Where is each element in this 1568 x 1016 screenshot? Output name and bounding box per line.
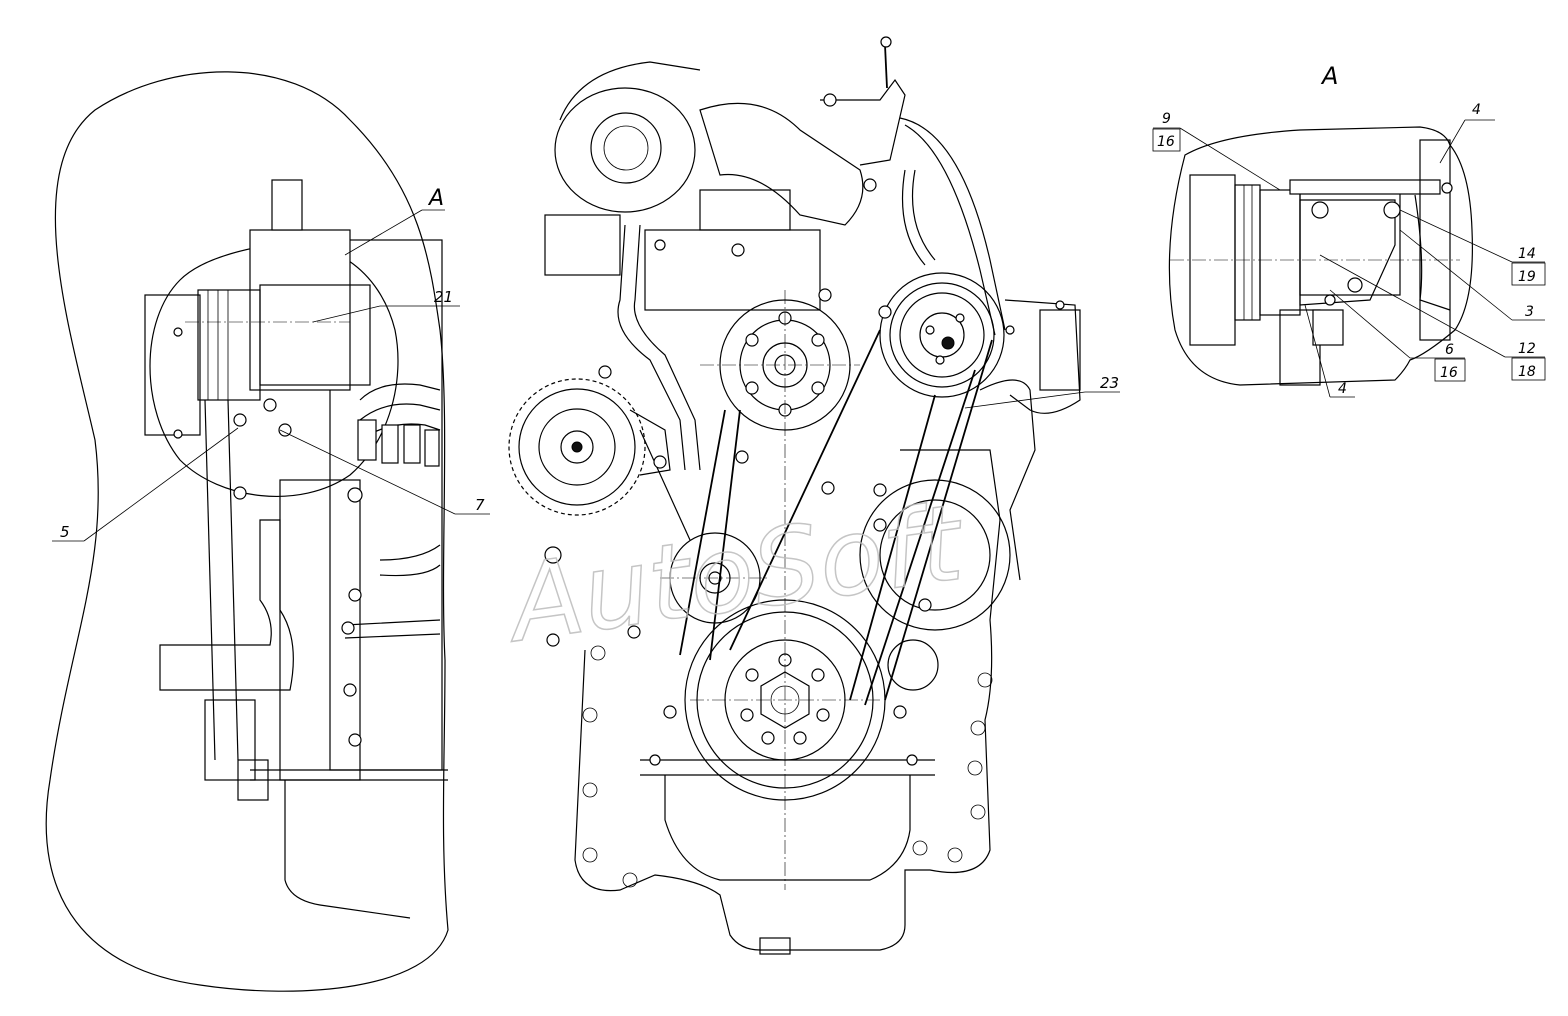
detail-pulley	[1234, 184, 1261, 321]
drive-belt	[679, 409, 726, 656]
fuel-pump-housing	[644, 229, 821, 311]
detail-view-boundary	[1168, 126, 1473, 386]
dipstick-handle	[880, 36, 892, 48]
detail-compressor-bracket	[1299, 184, 1401, 296]
alternator	[518, 388, 636, 506]
turbo-outlet-pipe	[699, 102, 864, 226]
left-bolts	[173, 327, 363, 747]
alternator-fins	[508, 378, 646, 516]
callout-boxes	[1152, 128, 1546, 382]
center-bolts	[544, 93, 1065, 766]
callout-19: 19	[1518, 269, 1536, 285]
callout-18: 18	[1518, 364, 1536, 380]
vent-hose	[899, 117, 1006, 336]
callout-7: 7	[475, 496, 485, 514]
left-compressor-pipe	[271, 179, 303, 231]
mounting-holes	[582, 645, 993, 888]
callout-23: 23	[1100, 374, 1119, 392]
timing-cover-plate	[574, 449, 1001, 951]
detail-bolt	[1311, 201, 1329, 219]
left-mount-plate	[144, 294, 201, 436]
left-view-boundary	[45, 71, 449, 992]
turbo-inlet	[590, 112, 662, 184]
callout-4-bottom: 4	[1338, 381, 1347, 397]
left-crank-pulley	[204, 699, 256, 781]
center-front-view	[508, 36, 1081, 955]
left-side-view	[45, 71, 449, 992]
callout-3: 3	[1525, 304, 1534, 320]
callout-12: 12	[1518, 341, 1536, 357]
water-pump	[859, 479, 1011, 631]
detail-view-title: A	[1320, 62, 1338, 90]
callout-9: 9	[1162, 111, 1171, 127]
callout-16a: 16	[1157, 134, 1175, 150]
detail-view-a	[1168, 126, 1473, 386]
callout-6: 6	[1445, 342, 1454, 358]
intake-box	[544, 214, 621, 276]
callout-21: 21	[434, 288, 453, 306]
callout-16b: 16	[1440, 365, 1458, 381]
crank-pulley-bolts	[740, 653, 830, 745]
callout-5: 5	[60, 523, 70, 541]
turbocharger-housing	[554, 87, 696, 213]
left-detail-circle	[149, 242, 399, 497]
leader-lines	[52, 119, 1545, 542]
left-compressor-pulley	[197, 289, 261, 401]
section-label-a-left: A	[427, 186, 444, 211]
left-elbow-pipe	[159, 519, 294, 691]
fan-hub-bolts	[745, 311, 825, 417]
drain-plug	[759, 937, 791, 955]
ac-compressor-pulley	[879, 272, 1005, 398]
callout-4-top: 4	[1472, 102, 1481, 118]
left-compressor-body	[249, 229, 351, 391]
callout-14: 14	[1518, 246, 1536, 262]
